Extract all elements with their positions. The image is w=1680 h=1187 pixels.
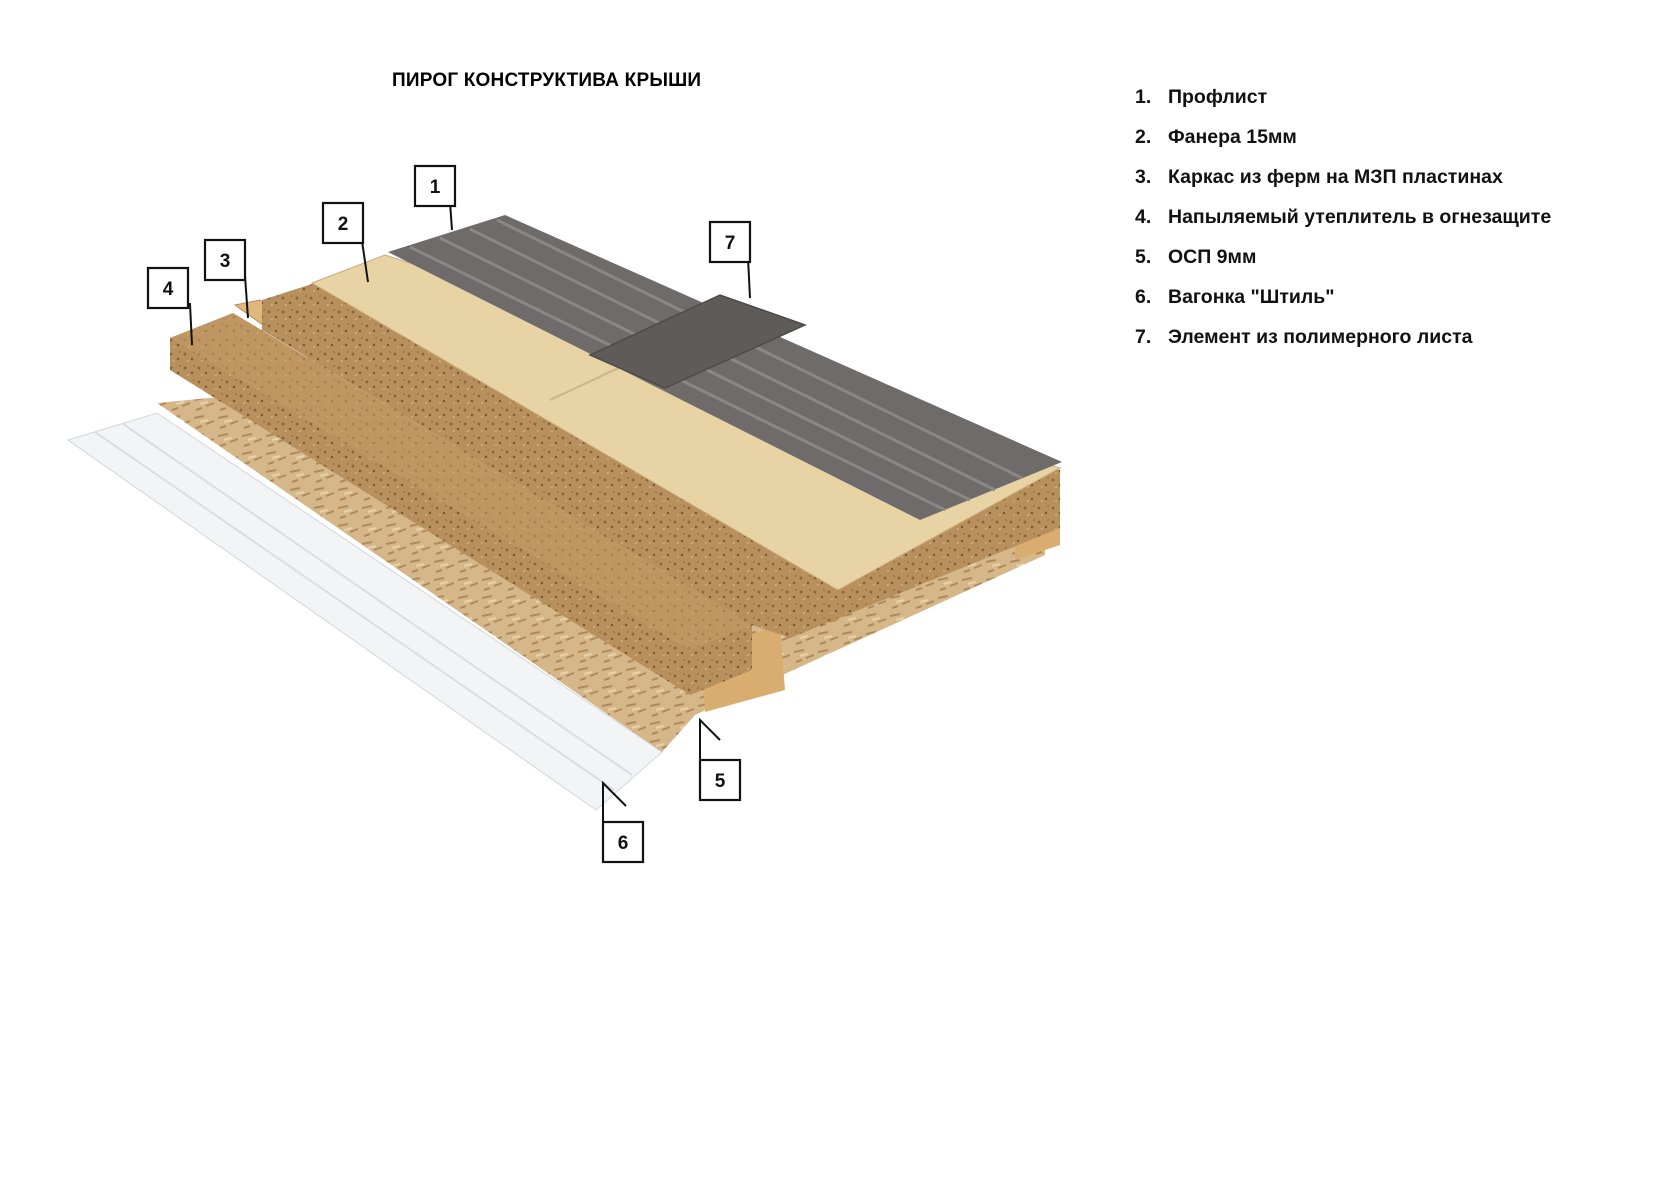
callout-7: 7	[708, 220, 752, 299]
svg-text:6: 6	[618, 833, 629, 854]
svg-text:1: 1	[430, 177, 441, 198]
callout-3: 3	[203, 238, 249, 319]
legend-item: 3.Каркас из ферм на МЗП пластинах	[1135, 166, 1503, 188]
legend-item: 1.Профлист	[1135, 86, 1268, 108]
callout-4: 4	[146, 266, 193, 346]
svg-text:3: 3	[220, 251, 231, 272]
legend-item: 2.Фанера 15мм	[1135, 126, 1297, 148]
legend-item: 5.ОСП 9мм	[1135, 246, 1257, 268]
svg-text:7: 7	[725, 233, 736, 254]
legend-item: 6.Вагонка "Штиль"	[1135, 286, 1335, 308]
layer-metal-sheet	[388, 215, 1062, 520]
svg-text:5: 5	[715, 771, 726, 792]
callout-6: 6	[601, 780, 645, 864]
layer-legend: 1.Профлист 2.Фанера 15мм 3.Каркас из фер…	[1135, 86, 1551, 366]
polymer-sheet-element	[588, 294, 808, 389]
callout-5: 5	[698, 717, 742, 802]
diagram-title: ПИРОГ КОНСТРУКТИВА КРЫШИ	[392, 70, 702, 91]
callout-1: 1	[413, 164, 457, 231]
legend-item: 4.Напыляемый утеплитель в огнезащите	[1135, 206, 1552, 228]
svg-text:4: 4	[163, 279, 174, 300]
callout-2: 2	[321, 201, 369, 283]
layer-plywood	[310, 254, 1062, 591]
legend-item: 7.Элемент из полимерного листа	[1135, 326, 1473, 348]
svg-text:2: 2	[338, 214, 349, 235]
